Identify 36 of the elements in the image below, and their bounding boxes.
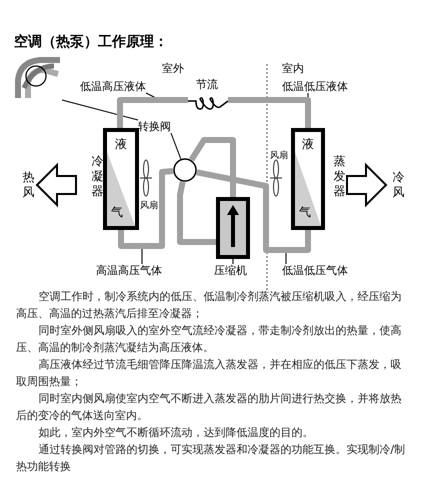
- paragraph: 高压液体经过节流毛细管降压降温流入蒸发器，并在相应的低压下蒸发，吸取周围热量；: [16, 357, 402, 390]
- phase-label: 液: [302, 138, 314, 151]
- paragraph: 同时室内侧风扇使室内空气不断进入蒸发器的肋片间进行热交换，并将放热后的变冷的气体送向室内。: [16, 391, 402, 424]
- pipe-label: 低温低压气体: [282, 264, 348, 277]
- pipe-label: 高温高压气体: [96, 264, 162, 277]
- air-label: 冷风: [392, 170, 405, 200]
- pipe: [118, 168, 174, 249]
- part-label: 转换阀: [138, 120, 171, 133]
- area-label: 室内: [282, 62, 304, 75]
- throttle-coil: [188, 78, 228, 110]
- fan-label: 风扇: [140, 200, 158, 213]
- paragraph: 通过转换阀对管路的切换，可实现蒸发器和冷凝器的功能互换。实现制冷/制热功能转换: [16, 442, 406, 475]
- pipe-label: 低温低压液体: [282, 80, 348, 93]
- unit-label: 冷凝器: [91, 154, 104, 199]
- pipe-label: 低温高压液体: [80, 80, 146, 93]
- valve-circle: [173, 158, 197, 182]
- throttle-label: 节流: [196, 78, 218, 91]
- leader-line: [232, 258, 234, 264]
- phase-label: 液: [115, 138, 127, 151]
- unit-label: 蒸发器: [333, 154, 346, 199]
- paragraph: 空调工作时，制冷系统内的低压、低温制冷剂蒸汽被压缩机吸入，经压缩为高压、高温的过热蒸汽后排至冷凝器；: [16, 289, 402, 322]
- pipe: [188, 137, 236, 197]
- leader-line: [170, 132, 182, 160]
- title: 空调（热泵）工作原理：: [14, 33, 168, 51]
- paragraph: 如此，室内外空气不断循环流动，达到降低温度的目的。: [37, 425, 314, 441]
- paragraph: 同时室外侧风扇吸入的室外空气流经冷凝器，带走制冷剂放出的热量，使高压、高温的制冷剂蒸汽凝结为高压液体。: [16, 323, 402, 356]
- pipe: [196, 169, 311, 253]
- leader-line: [62, 100, 138, 120]
- area-label: 室外: [162, 62, 184, 75]
- pipe: [177, 181, 216, 245]
- pipe: [117, 97, 188, 128]
- phase-label: 气: [299, 206, 311, 219]
- air-label: 热风: [22, 170, 35, 200]
- fan-label: 风扇: [270, 150, 288, 163]
- phase-label: 气: [111, 206, 123, 219]
- part-label: 压缩机: [214, 264, 247, 277]
